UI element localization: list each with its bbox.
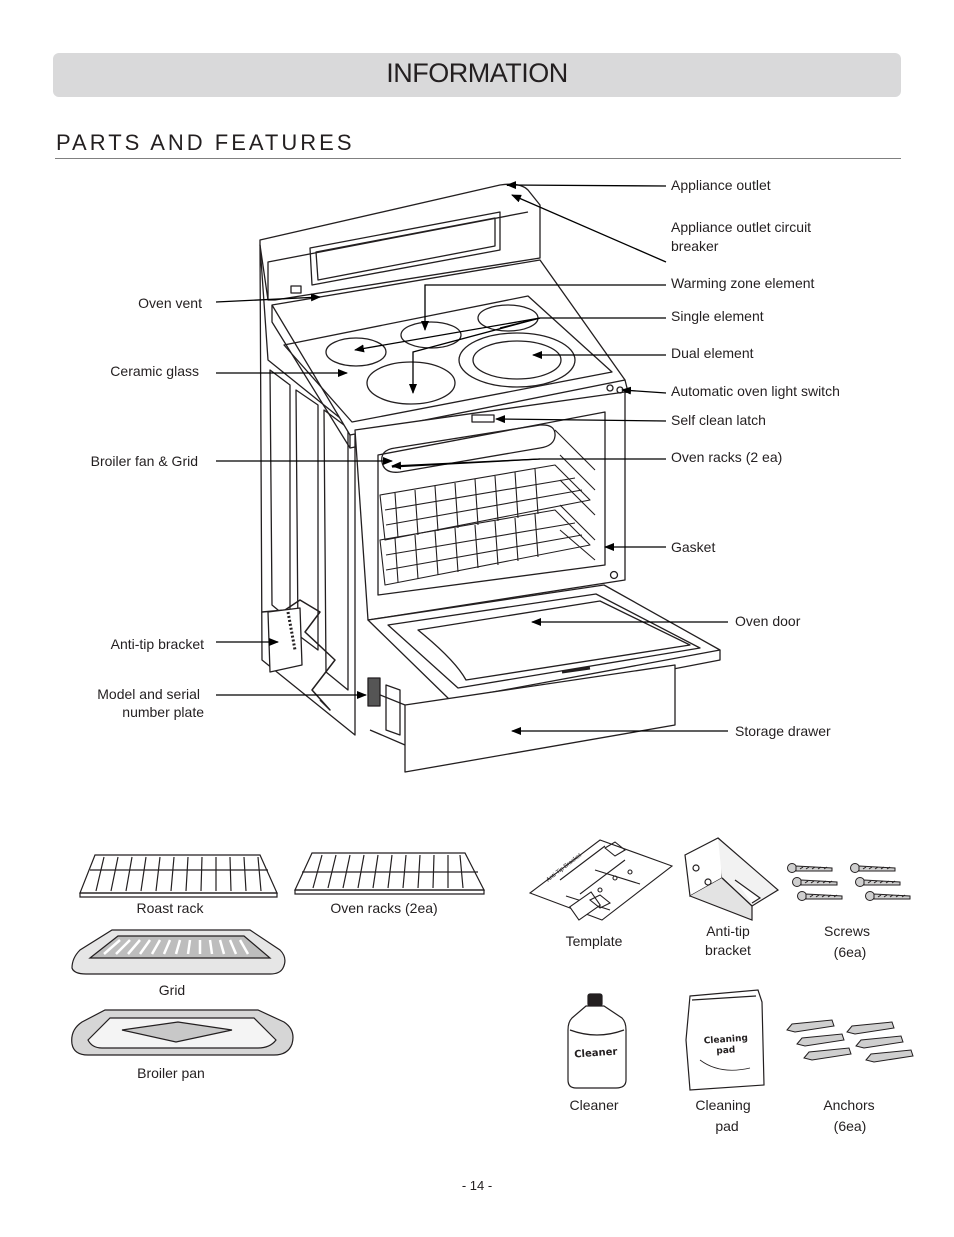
label-storage-drawer: Storage drawer	[735, 723, 831, 739]
cleaner-bottle-illustration	[567, 993, 627, 1089]
label-oven-racks-accessory: Oven racks (2ea)	[330, 900, 438, 916]
grid-illustration	[71, 929, 286, 975]
anti-tip-bracket-illustration	[684, 837, 780, 921]
roast-rack-illustration	[79, 854, 278, 898]
label-template: Template	[565, 933, 623, 949]
label-single-element: Single element	[671, 308, 764, 324]
label-cleaning-pad-line-2: pad	[715, 1118, 739, 1134]
label-gasket: Gasket	[671, 539, 716, 555]
label-model-plate-line-1: Model and serial	[97, 686, 200, 702]
label-anchors: Anchors	[823, 1097, 875, 1113]
label-appliance-outlet-breaker: Appliance outlet circuit breaker	[671, 219, 812, 254]
label-cleaning-pad-line-1: Cleaning	[695, 1097, 751, 1113]
label-broiler-fan-grid: Broiler fan & Grid	[90, 453, 198, 469]
label-anchors-qty: (6ea)	[833, 1118, 867, 1134]
pad-label-print-1: Cleaning	[703, 1033, 748, 1046]
label-auto-light-switch: Automatic oven light switch	[671, 383, 840, 399]
label-broiler-pan: Broiler pan	[137, 1065, 205, 1081]
label-cleaner: Cleaner	[569, 1097, 619, 1113]
header-banner: INFORMATION	[53, 53, 901, 97]
label-appliance-outlet: Appliance outlet	[671, 177, 771, 193]
pad-label-print-2: pad	[716, 1045, 736, 1056]
page-number: - 14 -	[461, 1178, 493, 1193]
anchors-illustration	[786, 1019, 914, 1063]
screws-illustration	[787, 863, 911, 901]
label-anti-tip-bracket: Anti-tip bracket	[110, 636, 204, 652]
label-anti-tip-line-1: Anti-tip	[706, 923, 750, 939]
label-grid: Grid	[158, 982, 186, 998]
label-oven-racks: Oven racks (2 ea)	[671, 449, 783, 465]
label-dual-element: Dual element	[671, 345, 754, 361]
label-oven-vent: Oven vent	[138, 295, 202, 311]
cleaner-label-print: Cleaner	[574, 1047, 618, 1061]
broiler-pan-illustration	[71, 1009, 294, 1056]
label-oven-door: Oven door	[735, 613, 801, 629]
label-self-clean-latch: Self clean latch	[671, 412, 766, 428]
label-warming-zone-element: Warming zone element	[671, 275, 815, 291]
section-divider	[55, 158, 901, 159]
oven-racks-illustration	[294, 852, 485, 895]
callout-leaders	[215, 181, 728, 735]
label-model-plate-line-2: number plate	[122, 704, 204, 720]
section-title: PARTS AND FEATURES	[56, 130, 355, 155]
page-title: INFORMATION	[386, 58, 568, 88]
label-anti-tip-line-2: bracket	[705, 942, 751, 958]
template-illustration	[528, 839, 674, 921]
cleaning-pad-illustration	[685, 989, 765, 1091]
label-ceramic-glass: Ceramic glass	[110, 363, 199, 379]
label-roast-rack: Roast rack	[136, 900, 204, 916]
range-illustration	[259, 183, 721, 773]
label-screws: Screws	[824, 923, 870, 939]
label-screws-qty: (6ea)	[833, 944, 867, 960]
